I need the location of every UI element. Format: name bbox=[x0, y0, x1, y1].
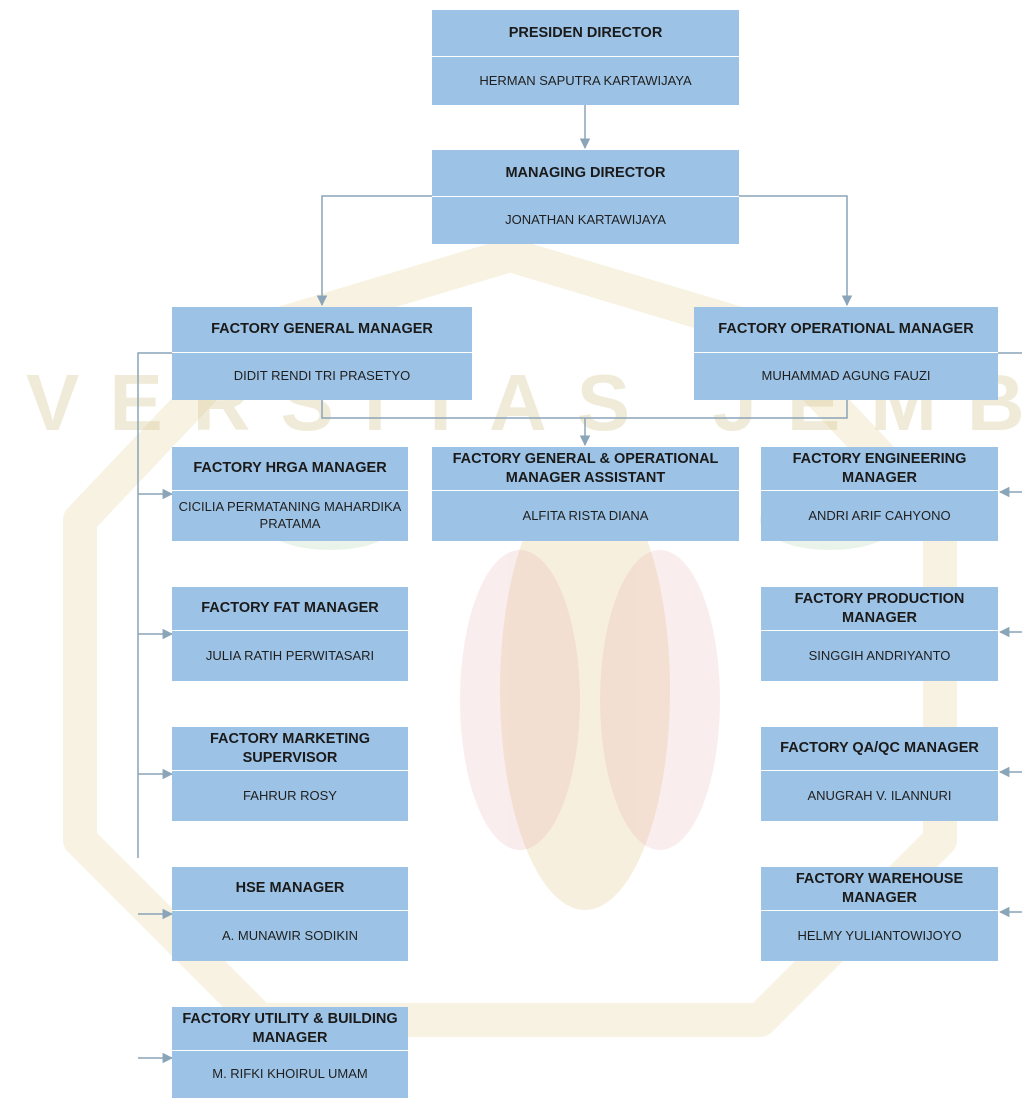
node-title: FACTORY GENERAL & OPERATIONAL MANAGER AS… bbox=[432, 447, 739, 491]
node-person: FAHRUR ROSY bbox=[243, 787, 337, 803]
connector-left-bus bbox=[137, 352, 172, 858]
node-person: JONATHAN KARTAWIJAYA bbox=[505, 212, 666, 228]
factory-engineering-manager-box: FACTORY ENGINEERING MANAGER ANDRI ARIF C… bbox=[761, 447, 998, 541]
node-title: FACTORY MARKETING SUPERVISOR bbox=[172, 727, 408, 771]
node-title: HSE MANAGER bbox=[172, 867, 408, 911]
factory-fat-manager-box: FACTORY FAT MANAGER JULIA RATIH PERWITAS… bbox=[172, 587, 408, 681]
connector-managing-fom bbox=[739, 195, 853, 307]
node-person: MUHAMMAD AGUNG FAUZI bbox=[761, 368, 931, 384]
factory-qaqc-manager-box: FACTORY QA/QC MANAGER ANUGRAH V. ILANNUR… bbox=[761, 727, 998, 821]
node-title: FACTORY WAREHOUSE MANAGER bbox=[761, 867, 998, 911]
factory-utility-building-manager-box: FACTORY UTILITY & BUILDING MANAGER M. RI… bbox=[172, 1007, 408, 1098]
node-title: FACTORY GENERAL MANAGER bbox=[172, 307, 472, 353]
node-person: HERMAN SAPUTRA KARTAWIJAYA bbox=[479, 72, 692, 88]
node-person: HELMY YULIANTOWIJOYO bbox=[797, 927, 962, 943]
node-person: DIDIT RENDI TRI PRASETYO bbox=[233, 368, 411, 384]
node-person: SINGGIH ANDRIYANTO bbox=[808, 647, 951, 663]
node-title: FACTORY HRGA MANAGER bbox=[172, 447, 408, 491]
factory-hrga-manager-box: FACTORY HRGA MANAGER CICILIA PERMATANING… bbox=[172, 447, 408, 541]
factory-production-manager-box: FACTORY PRODUCTION MANAGER SINGGIH ANDRI… bbox=[761, 587, 998, 681]
factory-general-manager-box: FACTORY GENERAL MANAGER DIDIT RENDI TRI … bbox=[172, 307, 472, 400]
node-title: PRESIDEN DIRECTOR bbox=[432, 10, 739, 57]
node-title: FACTORY OPERATIONAL MANAGER bbox=[694, 307, 998, 353]
hse-manager-box: HSE MANAGER A. MUNAWIR SODIKIN bbox=[172, 867, 408, 961]
node-title: FACTORY PRODUCTION MANAGER bbox=[761, 587, 998, 631]
node-person: A. MUNAWIR SODIKIN bbox=[221, 927, 359, 943]
node-title: MANAGING DIRECTOR bbox=[432, 150, 739, 197]
factory-warehouse-manager-box: FACTORY WAREHOUSE MANAGER HELMY YULIANTO… bbox=[761, 867, 998, 961]
factory-go-manager-assistant-box: FACTORY GENERAL & OPERATIONAL MANAGER AS… bbox=[432, 447, 739, 541]
node-person: CICILIA PERMATANING MAHARDIKA PRATAMA bbox=[178, 499, 402, 531]
node-title: FACTORY QA/QC MANAGER bbox=[761, 727, 998, 771]
node-person: JULIA RATIH PERWITASARI bbox=[205, 647, 375, 663]
node-title: FACTORY UTILITY & BUILDING MANAGER bbox=[172, 1007, 408, 1051]
node-title: FACTORY ENGINEERING MANAGER bbox=[761, 447, 998, 491]
connector-managing-fgm bbox=[316, 195, 432, 307]
node-person: ANUGRAH V. ILANNURI bbox=[807, 787, 952, 803]
presiden-director-box: PRESIDEN DIRECTOR HERMAN SAPUTRA KARTAWI… bbox=[432, 10, 739, 105]
factory-operational-manager-box: FACTORY OPERATIONAL MANAGER MUHAMMAD AGU… bbox=[694, 307, 998, 400]
node-title: FACTORY FAT MANAGER bbox=[172, 587, 408, 631]
connector-fgm-assistant bbox=[321, 400, 848, 419]
node-person: M. RIFKI KHOIRUL UMAM bbox=[212, 1066, 368, 1082]
managing-director-box: MANAGING DIRECTOR JONATHAN KARTAWIJAYA bbox=[432, 150, 739, 244]
factory-marketing-supervisor-box: FACTORY MARKETING SUPERVISOR FAHRUR ROSY bbox=[172, 727, 408, 821]
node-person: ANDRI ARIF CAHYONO bbox=[808, 507, 951, 523]
node-person: ALFITA RISTA DIANA bbox=[522, 507, 649, 523]
